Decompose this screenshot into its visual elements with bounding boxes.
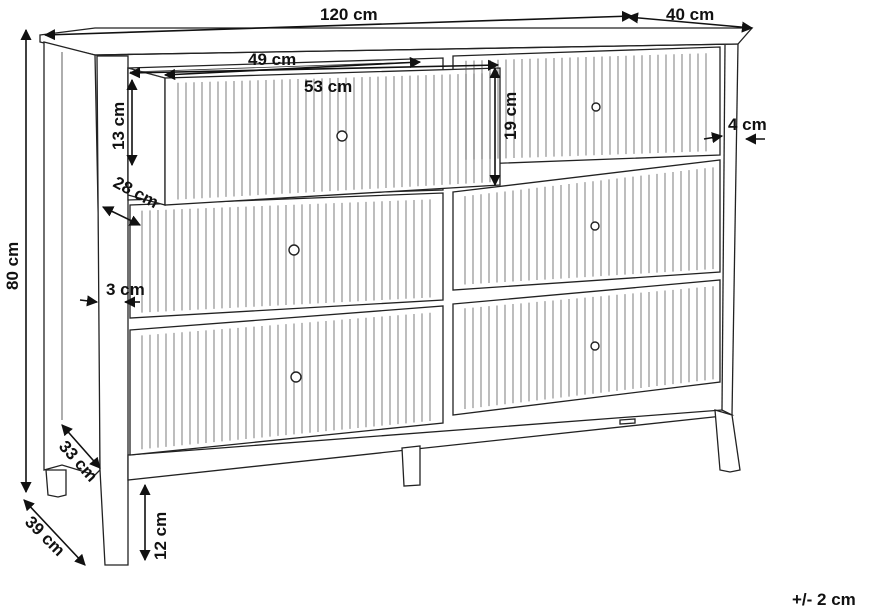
label-drawer-front-width: 53 cm [304, 77, 352, 96]
label-top-overhang: 4 cm [728, 115, 767, 134]
label-height-total: 80 cm [3, 242, 22, 290]
label-side-depth: 39 cm [21, 512, 69, 560]
dimension-arrows [20, 10, 765, 566]
knob-bottom-left [290, 371, 302, 383]
label-depth-total: 40 cm [666, 5, 714, 24]
label-drawer-inner-height: 13 cm [109, 102, 128, 150]
knob-top-left [336, 130, 348, 142]
knob-top-right [591, 102, 601, 112]
drawer-knobs [288, 102, 601, 383]
knob-bottom-right [590, 341, 600, 351]
knob-mid-left [288, 244, 300, 256]
label-drawer-front-height: 19 cm [501, 92, 520, 140]
label-drawer-inner-width: 49 cm [248, 50, 296, 69]
dresser-drawing [39, 27, 754, 566]
label-width-total: 120 cm [320, 5, 378, 24]
drawer-groove-pattern [141, 53, 714, 450]
knob-mid-right [590, 221, 600, 231]
label-leg-height: 12 cm [151, 512, 170, 560]
label-side-inset: 3 cm [106, 280, 145, 299]
label-tolerance: +/- 2 cm [792, 590, 856, 609]
